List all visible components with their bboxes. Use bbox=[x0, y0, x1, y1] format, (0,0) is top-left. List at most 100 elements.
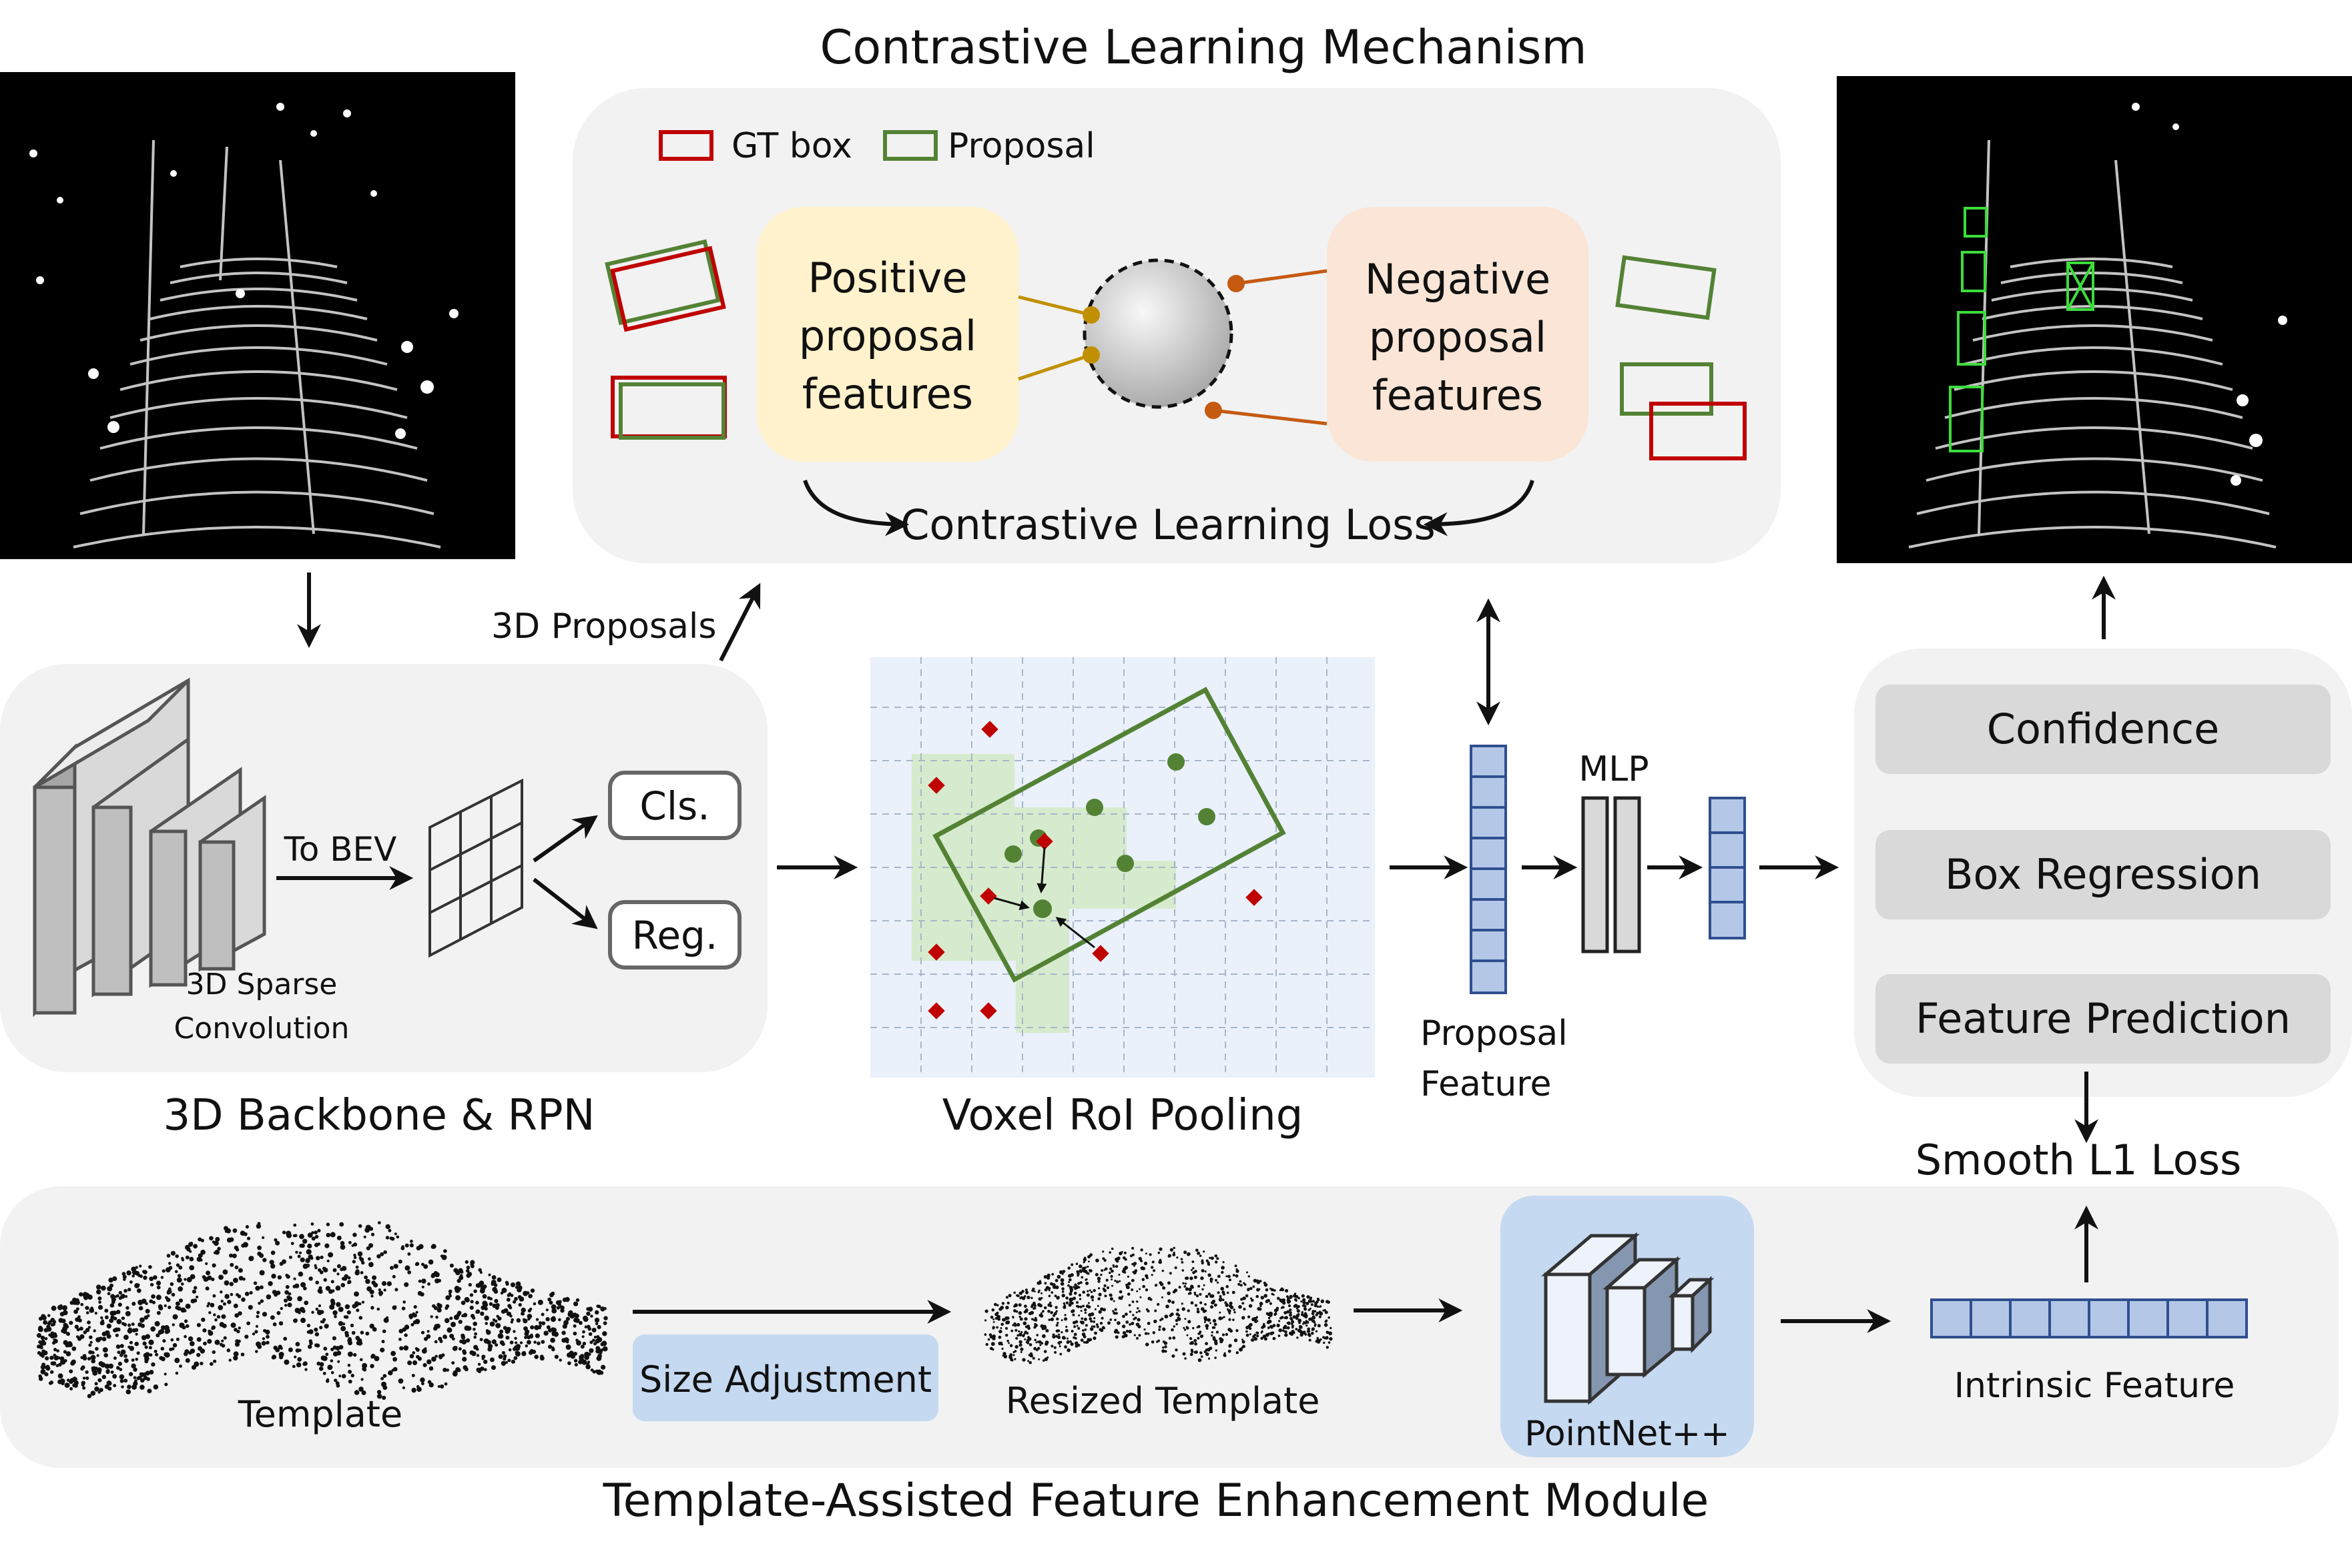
template-point bbox=[218, 1274, 224, 1280]
template-point bbox=[171, 1292, 176, 1297]
template-point bbox=[215, 1236, 220, 1242]
template-point bbox=[150, 1326, 156, 1332]
template-point bbox=[1026, 1342, 1030, 1344]
template-point bbox=[1272, 1336, 1276, 1340]
template-point bbox=[1055, 1329, 1059, 1333]
template-point bbox=[1014, 1358, 1016, 1360]
template-point bbox=[1079, 1305, 1083, 1308]
template-point bbox=[1211, 1301, 1214, 1304]
template-point bbox=[1028, 1312, 1032, 1316]
template-point bbox=[1067, 1348, 1071, 1352]
template-point bbox=[246, 1236, 251, 1240]
template-point bbox=[1289, 1332, 1294, 1336]
template-point bbox=[52, 1320, 57, 1324]
template-point bbox=[266, 1334, 270, 1339]
template-point bbox=[119, 1374, 125, 1380]
template-point bbox=[412, 1351, 416, 1354]
template-point bbox=[1195, 1350, 1198, 1354]
template-point bbox=[338, 1306, 344, 1312]
template-point bbox=[1247, 1315, 1251, 1318]
template-point bbox=[37, 1326, 43, 1332]
template-point bbox=[402, 1386, 406, 1390]
template-point bbox=[210, 1362, 214, 1366]
template-point bbox=[527, 1308, 531, 1312]
template-point bbox=[111, 1300, 115, 1304]
template-point bbox=[298, 1251, 302, 1254]
template-point bbox=[1249, 1286, 1253, 1290]
template-point bbox=[266, 1294, 272, 1300]
template-point bbox=[1175, 1322, 1178, 1326]
template-point bbox=[285, 1284, 290, 1289]
positive-label-line3: features bbox=[802, 370, 973, 418]
template-point bbox=[1015, 1336, 1018, 1340]
template-point bbox=[191, 1364, 197, 1370]
template-point bbox=[995, 1313, 999, 1317]
template-point bbox=[562, 1324, 567, 1329]
template-point bbox=[1241, 1302, 1245, 1305]
template-point bbox=[479, 1338, 483, 1342]
template-point bbox=[1215, 1278, 1217, 1282]
positive-label-line2: proposal bbox=[799, 312, 976, 360]
template-point bbox=[1262, 1334, 1267, 1338]
template-point bbox=[1260, 1331, 1263, 1334]
template-point bbox=[1169, 1272, 1172, 1275]
template-point bbox=[1018, 1303, 1022, 1307]
template-point bbox=[1192, 1267, 1195, 1270]
template-point bbox=[222, 1302, 226, 1306]
template-point bbox=[46, 1324, 51, 1329]
template-point bbox=[1083, 1258, 1087, 1262]
template-point bbox=[1070, 1342, 1074, 1346]
template-point bbox=[1204, 1309, 1207, 1312]
template-point bbox=[1181, 1302, 1183, 1305]
template-point bbox=[553, 1331, 559, 1337]
template-point bbox=[1131, 1322, 1133, 1325]
template-point bbox=[1050, 1317, 1055, 1322]
template-point bbox=[72, 1301, 77, 1305]
template-point bbox=[58, 1362, 62, 1367]
template-point bbox=[79, 1292, 83, 1297]
template-point bbox=[196, 1352, 201, 1357]
template-point bbox=[998, 1329, 1002, 1334]
template-point bbox=[1089, 1289, 1091, 1292]
template-point bbox=[1077, 1282, 1081, 1285]
template-point bbox=[362, 1368, 367, 1372]
template-point bbox=[1106, 1286, 1110, 1290]
template-point bbox=[1213, 1304, 1217, 1307]
template-point bbox=[1038, 1358, 1041, 1360]
template-point bbox=[131, 1302, 136, 1306]
template-point bbox=[1251, 1317, 1255, 1322]
template-point bbox=[1159, 1318, 1162, 1322]
template-point bbox=[49, 1381, 54, 1385]
template-point bbox=[1115, 1264, 1119, 1268]
template-point bbox=[332, 1310, 338, 1316]
template-point bbox=[241, 1297, 246, 1302]
template-point bbox=[440, 1384, 445, 1389]
template-point bbox=[365, 1278, 370, 1284]
template-point bbox=[334, 1315, 337, 1318]
template-point bbox=[43, 1320, 48, 1325]
template-point bbox=[461, 1335, 466, 1340]
template-point bbox=[1177, 1314, 1181, 1317]
template-point bbox=[497, 1316, 502, 1321]
template-point bbox=[1047, 1286, 1051, 1290]
template-point bbox=[1006, 1301, 1010, 1304]
template-point bbox=[1085, 1281, 1089, 1285]
template-point bbox=[1301, 1311, 1304, 1314]
template-point bbox=[123, 1288, 127, 1293]
template-point bbox=[119, 1368, 123, 1371]
template-point bbox=[1168, 1336, 1172, 1340]
template-point bbox=[403, 1345, 409, 1351]
template-point bbox=[151, 1362, 156, 1367]
template-point bbox=[508, 1348, 512, 1352]
template-point bbox=[1324, 1320, 1328, 1323]
template-point bbox=[1209, 1256, 1211, 1259]
template-point bbox=[481, 1354, 486, 1359]
template-point bbox=[523, 1326, 528, 1331]
template-point bbox=[1239, 1347, 1243, 1352]
template-point bbox=[1005, 1334, 1008, 1337]
template-point bbox=[303, 1286, 307, 1290]
template-point bbox=[37, 1333, 41, 1338]
template-point bbox=[1018, 1340, 1022, 1344]
template-point bbox=[587, 1326, 591, 1331]
template-point bbox=[449, 1316, 453, 1320]
